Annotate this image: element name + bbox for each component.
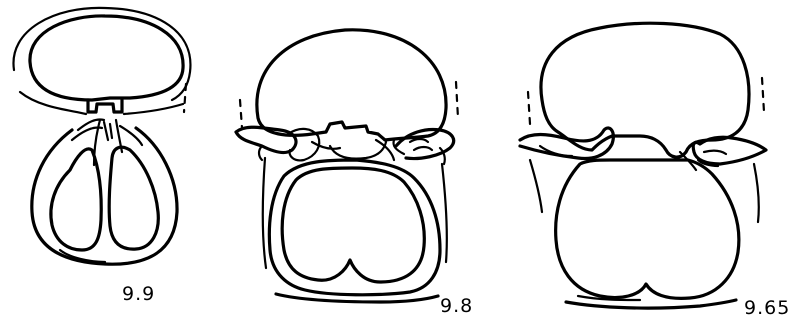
section-drawing-1 xyxy=(13,8,190,264)
figure-label-3: 9.65 xyxy=(744,297,790,319)
figure-label-1: 9.9 xyxy=(122,283,155,305)
figure-label-2: 9.8 xyxy=(440,295,473,317)
section-drawing-2 xyxy=(236,30,458,302)
section-drawing-3 xyxy=(520,23,766,308)
